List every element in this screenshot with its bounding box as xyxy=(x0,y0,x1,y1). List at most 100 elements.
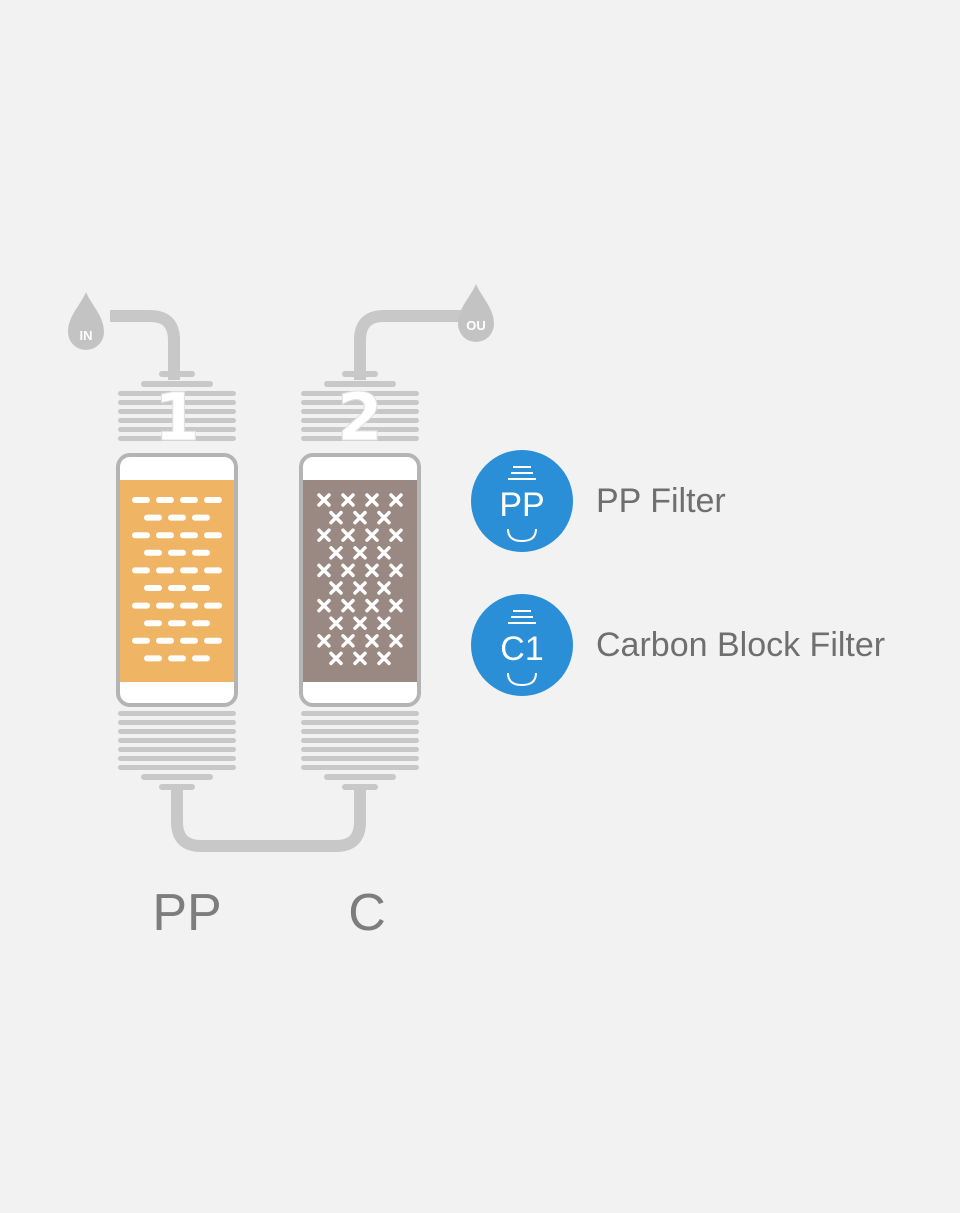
housing-rib xyxy=(301,729,419,734)
media-dash xyxy=(192,549,210,556)
housing-rib xyxy=(301,418,419,423)
housing-rib xyxy=(301,436,419,441)
media-cross xyxy=(353,616,367,630)
housing-rib xyxy=(118,427,236,432)
media-cross xyxy=(389,493,403,507)
media-dash xyxy=(144,549,162,556)
inlet-pipe xyxy=(110,310,180,380)
pp-badge-icon: PP xyxy=(471,450,573,552)
media-dash xyxy=(192,514,210,521)
media-cross xyxy=(341,634,355,648)
media-cross xyxy=(329,510,343,525)
housing-rib xyxy=(301,409,419,414)
housing-rib xyxy=(118,720,236,725)
media-cross xyxy=(353,510,367,525)
media-cross xyxy=(353,581,367,595)
filter-media xyxy=(303,480,417,682)
housing-rib xyxy=(301,756,419,761)
connecting-pipe xyxy=(171,788,366,852)
media-dash xyxy=(132,602,150,609)
cap-ring xyxy=(342,371,378,377)
media-cross xyxy=(317,493,331,507)
housing-rib xyxy=(301,738,419,743)
housing-rib xyxy=(301,400,419,405)
media-cross xyxy=(317,598,331,613)
media-cross xyxy=(341,563,355,578)
media-dash xyxy=(192,620,210,627)
media-dash xyxy=(180,637,198,644)
outlet: OU xyxy=(354,284,494,380)
housing-rib xyxy=(118,729,236,734)
stage-code-pp: PP xyxy=(152,884,221,942)
media-cross xyxy=(341,493,355,507)
housing-rib xyxy=(301,711,419,716)
media-dash xyxy=(204,637,222,644)
media-cross xyxy=(365,598,379,613)
media-dash xyxy=(192,655,210,662)
media-cross xyxy=(317,528,331,542)
cap-ring xyxy=(159,784,195,790)
media-cross xyxy=(365,493,379,507)
media-cross xyxy=(365,634,379,648)
media-cross xyxy=(341,598,355,613)
c1-badge-icon: C1 xyxy=(471,594,573,696)
housing-rib xyxy=(118,418,236,423)
media-dash xyxy=(144,620,162,627)
media-dash xyxy=(156,532,174,539)
cap-ring xyxy=(159,371,195,377)
media-dash xyxy=(156,637,174,644)
media-cross xyxy=(389,598,403,613)
housing-rib xyxy=(301,765,419,770)
media-dash xyxy=(180,567,198,574)
media-cross xyxy=(365,563,379,578)
pp-filter-label: PP Filter xyxy=(596,481,726,520)
outlet-label: OU xyxy=(466,318,486,333)
media-dash xyxy=(132,567,150,574)
cap-ring xyxy=(324,381,396,387)
inlet-label: IN xyxy=(80,328,93,343)
housing-rib xyxy=(118,738,236,743)
housing-rib xyxy=(301,747,419,752)
stage-code-c: C xyxy=(348,884,386,942)
media-cross xyxy=(329,581,343,595)
inlet-drop-icon xyxy=(68,292,104,350)
media-dash xyxy=(144,655,162,662)
housing-rib xyxy=(301,391,419,396)
housing-rib xyxy=(118,747,236,752)
media-cross xyxy=(389,563,403,578)
media-dash xyxy=(180,532,198,539)
media-cross xyxy=(377,616,391,630)
media-cross xyxy=(317,563,331,578)
media-dash xyxy=(132,497,150,503)
media-cross xyxy=(341,528,355,542)
carbon-filter-label: Carbon Block Filter xyxy=(596,625,886,664)
media-cross xyxy=(329,616,343,630)
housing-rib xyxy=(301,720,419,725)
cap-ring xyxy=(342,784,378,790)
media-cross xyxy=(353,651,367,666)
cap-ring xyxy=(324,774,396,780)
media-cross xyxy=(389,634,403,648)
outlet-pipe xyxy=(354,310,462,380)
housing-rib xyxy=(118,436,236,441)
media-dash xyxy=(180,497,198,503)
inlet: IN xyxy=(68,292,180,380)
media-cross xyxy=(353,546,367,560)
media-dash xyxy=(204,532,222,539)
media-dash xyxy=(204,567,222,574)
filter-stage-1: 1 xyxy=(116,371,238,790)
media-cross xyxy=(329,651,343,666)
c1-badge-text: C1 xyxy=(500,630,543,668)
media-cross xyxy=(389,528,403,542)
media-dash xyxy=(132,532,150,539)
media-dash xyxy=(168,620,186,627)
media-cross xyxy=(377,581,391,595)
media-cross xyxy=(377,546,391,560)
stage-number: 2 xyxy=(337,379,383,456)
media-cross xyxy=(377,651,391,666)
outlet-drop-icon xyxy=(458,284,494,342)
filter-media xyxy=(120,480,234,682)
cap-ring xyxy=(141,381,213,387)
media-dash xyxy=(204,602,222,609)
